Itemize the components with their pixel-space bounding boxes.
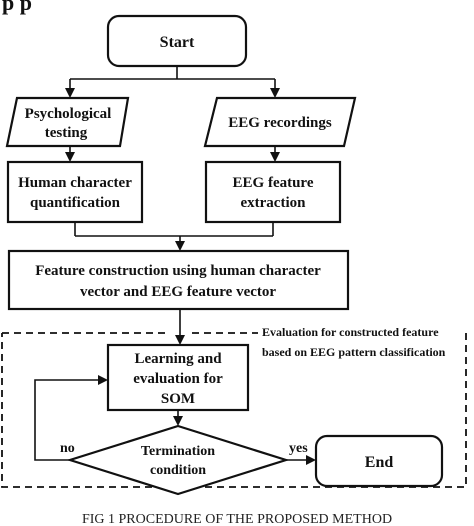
psych-testing-line1: Psychological <box>25 106 112 122</box>
eeg-recordings-label: EEG recordings <box>228 115 332 131</box>
psych-testing-node <box>5 96 130 148</box>
start-label: Start <box>160 34 195 51</box>
no-loop-connector <box>34 375 108 461</box>
eeg-feature-line1: EEG feature <box>233 175 314 191</box>
yes-label: yes <box>289 441 308 456</box>
end-label: End <box>365 454 394 471</box>
feature-construction-line1: Feature construction using human charact… <box>35 263 321 279</box>
end-node <box>314 434 444 488</box>
psych-testing-line2: testing <box>45 125 88 141</box>
evaluation-note-line1: Evaluation for constructed feature <box>262 325 439 339</box>
no-label: no <box>60 441 75 456</box>
eeg-feature-line2: extraction <box>241 195 307 211</box>
eeg-recordings-node <box>203 96 357 148</box>
human-char-node <box>6 160 144 224</box>
human-char-line1: Human character <box>18 175 132 191</box>
eeg-feature-node <box>204 160 342 224</box>
header-partial-text: p p <box>2 0 32 15</box>
learning-eval-node <box>106 343 250 412</box>
learning-eval-line3: SOM <box>161 391 195 407</box>
human-char-line2: quantification <box>30 195 121 211</box>
evaluation-region <box>1 332 467 488</box>
evaluation-note-line2: based on EEG pattern classification <box>262 345 446 359</box>
termination-line1: Termination <box>141 444 215 459</box>
termination-node <box>66 424 290 496</box>
figure-caption: FIG 1 PROCEDURE OF THE PROPOSED METHOD <box>82 512 392 526</box>
termination-line2: condition <box>150 463 206 478</box>
feature-construction-node <box>7 249 350 311</box>
learning-eval-line1: Learning and <box>134 351 222 367</box>
feature-construction-line2: vector and EEG feature vector <box>80 284 276 300</box>
learning-eval-line2: evaluation for <box>133 371 223 387</box>
